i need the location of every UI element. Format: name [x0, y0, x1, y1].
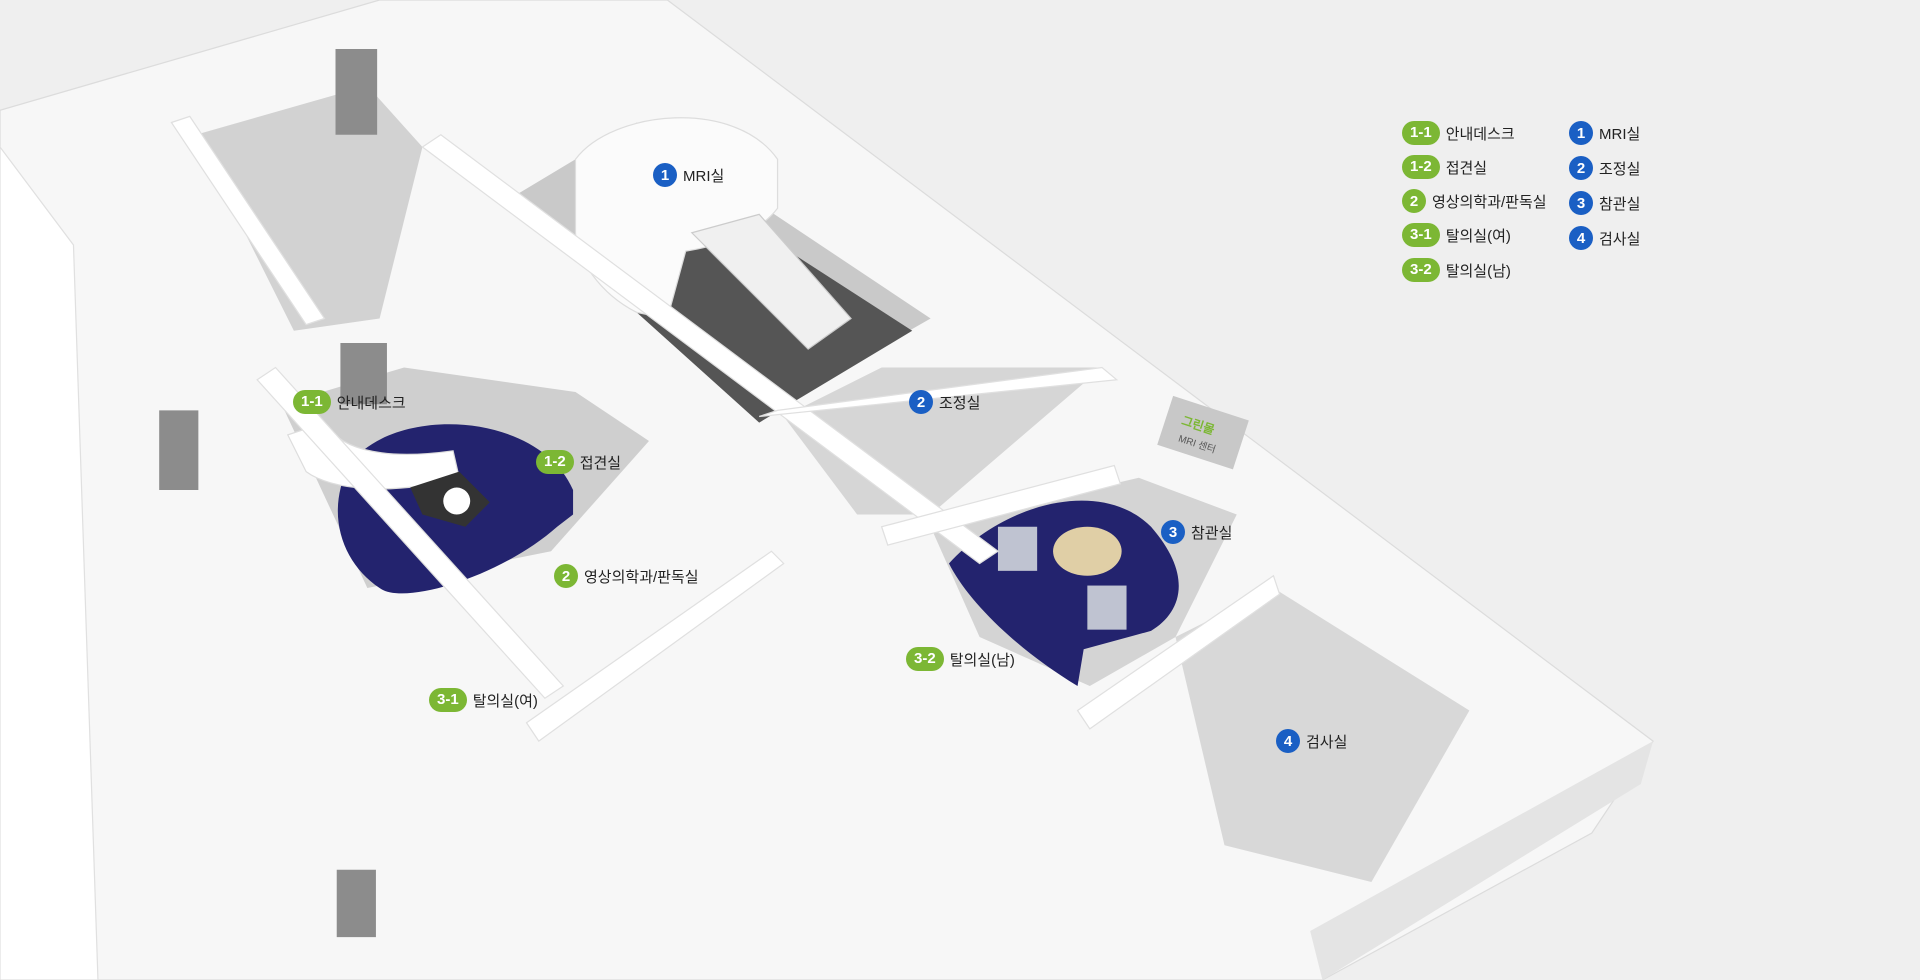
room-floor: [195, 85, 423, 331]
label: 검사실: [1306, 733, 1348, 751]
observation-table: [1053, 526, 1122, 576]
map-label-radiology[interactable]: 2 영상의학과/판독실: [554, 564, 699, 588]
map-label-control-room[interactable]: 2 조정실: [909, 390, 980, 414]
map-label-observation-room[interactable]: 3 참관실: [1161, 520, 1232, 544]
map-label-changing-female[interactable]: 3-1 탈의실(여): [429, 688, 538, 712]
legend-item[interactable]: 2 영상의학과/판독실: [1402, 189, 1547, 213]
badge: 1-1: [293, 390, 331, 414]
legend-item[interactable]: 1-2 접견실: [1402, 155, 1487, 179]
badge: 2: [1569, 156, 1593, 180]
legend-item[interactable]: 1-1 안내데스크: [1402, 121, 1515, 145]
building-right-face: [1310, 741, 1654, 980]
badge: 3: [1569, 191, 1593, 215]
label: 안내데스크: [336, 394, 406, 412]
badge: 4: [1569, 226, 1593, 250]
badge: 2: [554, 564, 578, 588]
badge: 3: [1161, 520, 1185, 544]
label: MRI실: [683, 167, 725, 185]
legend-item[interactable]: 1 MRI실: [1569, 121, 1640, 145]
badge: 3-2: [1402, 258, 1440, 282]
label: 탈의실(남): [1445, 262, 1511, 280]
map-label-mri-room[interactable]: 1 MRI실: [653, 163, 724, 187]
mri-bed: [690, 213, 852, 350]
label: 영상의학과/판독실: [584, 568, 699, 586]
label: 참관실: [1599, 195, 1641, 213]
label: 안내데스크: [1445, 125, 1515, 143]
label: 검사실: [1599, 230, 1641, 248]
label: 영상의학과/판독실: [1432, 193, 1547, 211]
map-label-info-desk[interactable]: 1-1 안내데스크: [293, 390, 406, 414]
label: 탈의실(여): [472, 692, 538, 710]
badge: 1: [1569, 121, 1593, 145]
label: MRI실: [1599, 125, 1641, 143]
label: 탈의실(여): [1445, 227, 1511, 245]
map-label-reception[interactable]: 1-2 접견실: [536, 450, 621, 474]
badge: 3-1: [429, 688, 467, 712]
legend-item[interactable]: 3-2 탈의실(남): [1402, 258, 1511, 282]
label: 조정실: [1599, 160, 1641, 178]
map-label-changing-male[interactable]: 3-2 탈의실(남): [906, 647, 1015, 671]
badge: 4: [1276, 729, 1300, 753]
legend-item[interactable]: 2 조정실: [1569, 156, 1640, 180]
legend-item[interactable]: 3-1 탈의실(여): [1402, 223, 1511, 247]
map-label-exam-room[interactable]: 4 검사실: [1276, 729, 1347, 753]
label: 탈의실(남): [949, 651, 1015, 669]
label: 접견실: [579, 454, 622, 472]
badge: 1-1: [1402, 121, 1440, 145]
badge: 3-1: [1402, 223, 1440, 247]
label: 참관실: [1191, 524, 1233, 542]
legend-item[interactable]: 3 참관실: [1569, 191, 1640, 215]
label: 조정실: [939, 394, 981, 412]
legend-item[interactable]: 4 검사실: [1569, 226, 1640, 250]
badge: 2: [909, 390, 933, 414]
exam-room-floor: [1175, 588, 1470, 882]
badge: 1-2: [1402, 155, 1440, 179]
mri-center-sign: [1157, 395, 1249, 470]
badge: 1: [653, 163, 677, 187]
badge: 3-2: [906, 647, 944, 671]
badge: 2: [1402, 189, 1426, 213]
label: 접견실: [1445, 159, 1488, 177]
badge: 1-2: [536, 450, 574, 474]
